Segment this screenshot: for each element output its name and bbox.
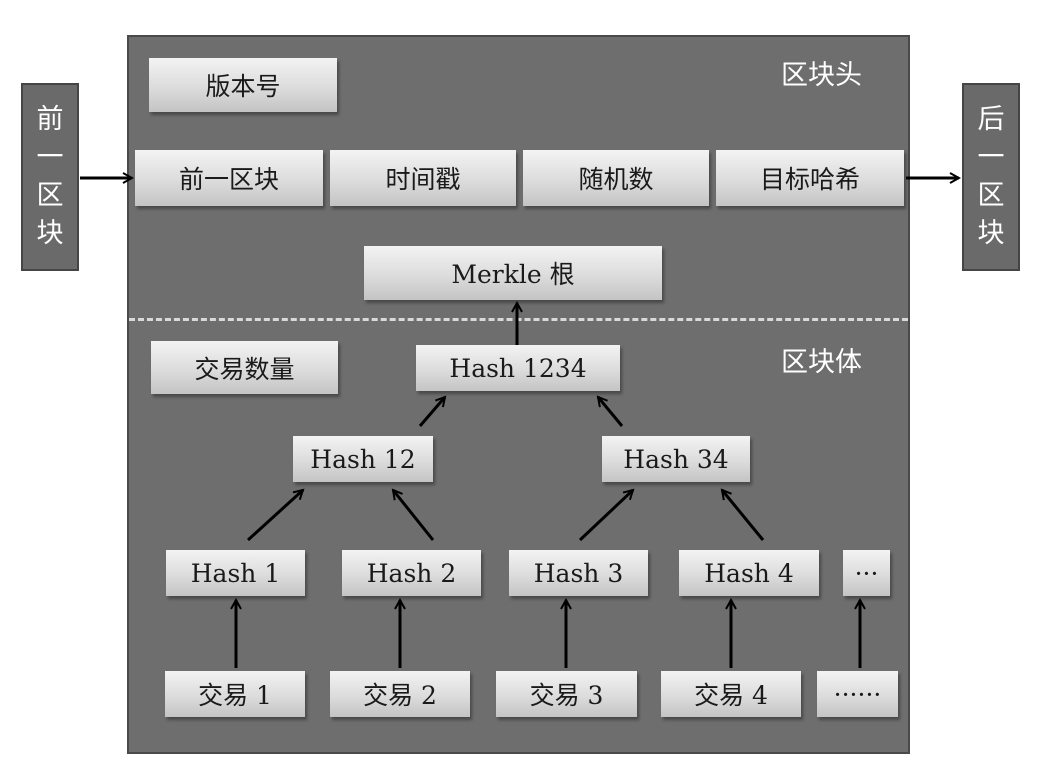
hash-34-box: Hash 34 [602, 436, 750, 482]
next-block: 后一区块 [962, 83, 1020, 271]
transaction-1-box: 交易 1 [165, 671, 305, 717]
hash-3-box: Hash 3 [509, 550, 648, 596]
transaction-3-box: 交易 3 [496, 671, 637, 717]
transaction-2-box: 交易 2 [330, 671, 470, 717]
timestamp-box: 时间戳 [330, 150, 516, 206]
hash-1-box: Hash 1 [166, 550, 305, 596]
hash-12-box: Hash 12 [293, 436, 433, 482]
block-body-label: 区块体 [781, 347, 862, 378]
transaction-count-box: 交易数量 [151, 341, 338, 394]
next-block-label: 后一区块 [977, 104, 1005, 249]
hash-4-box: Hash 4 [679, 550, 819, 596]
hash-more-box: ··· [843, 550, 890, 596]
hash-2-box: Hash 2 [342, 550, 481, 596]
header-body-divider [129, 318, 908, 321]
hash-1234-box: Hash 1234 [416, 345, 620, 391]
target-hash-box: 目标哈希 [716, 150, 904, 206]
previous-block: 前一区块 [21, 83, 79, 271]
previous-block-label: 前一区块 [36, 104, 64, 249]
transaction-4-box: 交易 4 [661, 671, 801, 717]
block-panel [127, 35, 910, 754]
nonce-box: 随机数 [523, 150, 709, 206]
merkle-root-box: Merkle 根 [364, 246, 662, 300]
transaction-more-box: ······ [817, 671, 898, 717]
version-box: 版本号 [149, 58, 337, 112]
block-header-label: 区块头 [781, 60, 862, 91]
prev-block-hash-box: 前一区块 [135, 150, 323, 206]
